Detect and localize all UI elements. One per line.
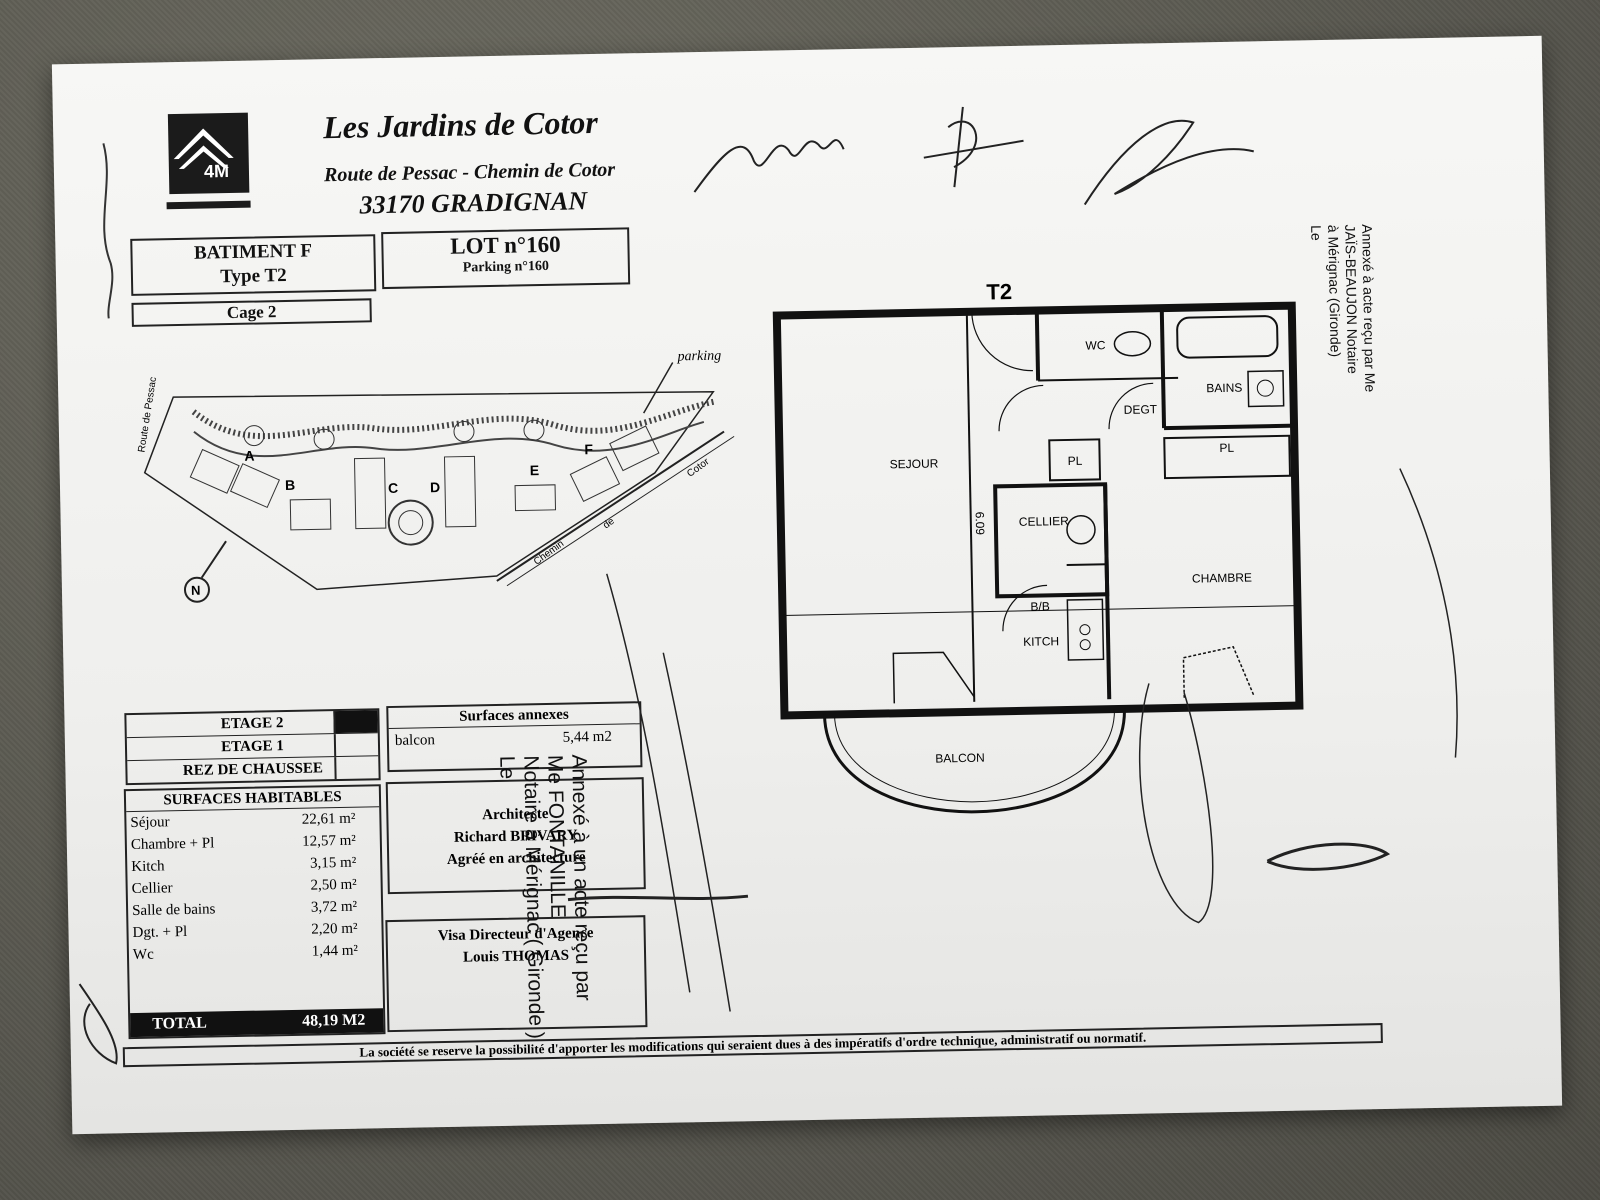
company-logo	[167, 112, 250, 195]
room-degt: DEGT	[1124, 402, 1158, 417]
building-letter-f: F	[584, 441, 593, 457]
signature-left-margin	[102, 143, 114, 319]
room-balcon: BALCON	[935, 751, 985, 766]
room-kitch: KITCH	[1023, 634, 1059, 649]
building-letter-b: B	[285, 477, 295, 493]
handwritten-marks	[78, 468, 1458, 1065]
room-cellier: CELLIER	[1019, 514, 1070, 529]
room-bb: B/B	[1030, 599, 1050, 613]
room-wc: WC	[1085, 338, 1106, 352]
building-letter-d: D	[430, 479, 440, 495]
logo-roof-icon	[173, 128, 234, 169]
room-chambre: CHAMBRE	[1192, 570, 1252, 585]
site-plan: A B C D E F Route de Pessac Chemin de Co…	[136, 349, 735, 603]
signatures-top	[693, 106, 1254, 206]
room-bains: BAINS	[1206, 381, 1242, 396]
floor-plan: SEJOUR CHAMBRE CELLIER WC BAINS DEGT PL …	[772, 301, 1304, 814]
building-letter-c: C	[388, 480, 398, 496]
room-pl-2: PL	[1219, 441, 1234, 455]
parking-annotation: parking	[676, 349, 721, 365]
north-label: N	[191, 583, 201, 598]
plan-dimension: 6.09	[973, 512, 987, 536]
building-letter-e: E	[530, 462, 540, 478]
document-page: 4M Les Jardins de Cotor Route de Pessac …	[51, 35, 1563, 1135]
building-letter-a: A	[244, 448, 254, 464]
room-sejour: SEJOUR	[890, 456, 939, 471]
north-compass-icon	[183, 576, 210, 603]
room-pl-1: PL	[1068, 454, 1083, 468]
